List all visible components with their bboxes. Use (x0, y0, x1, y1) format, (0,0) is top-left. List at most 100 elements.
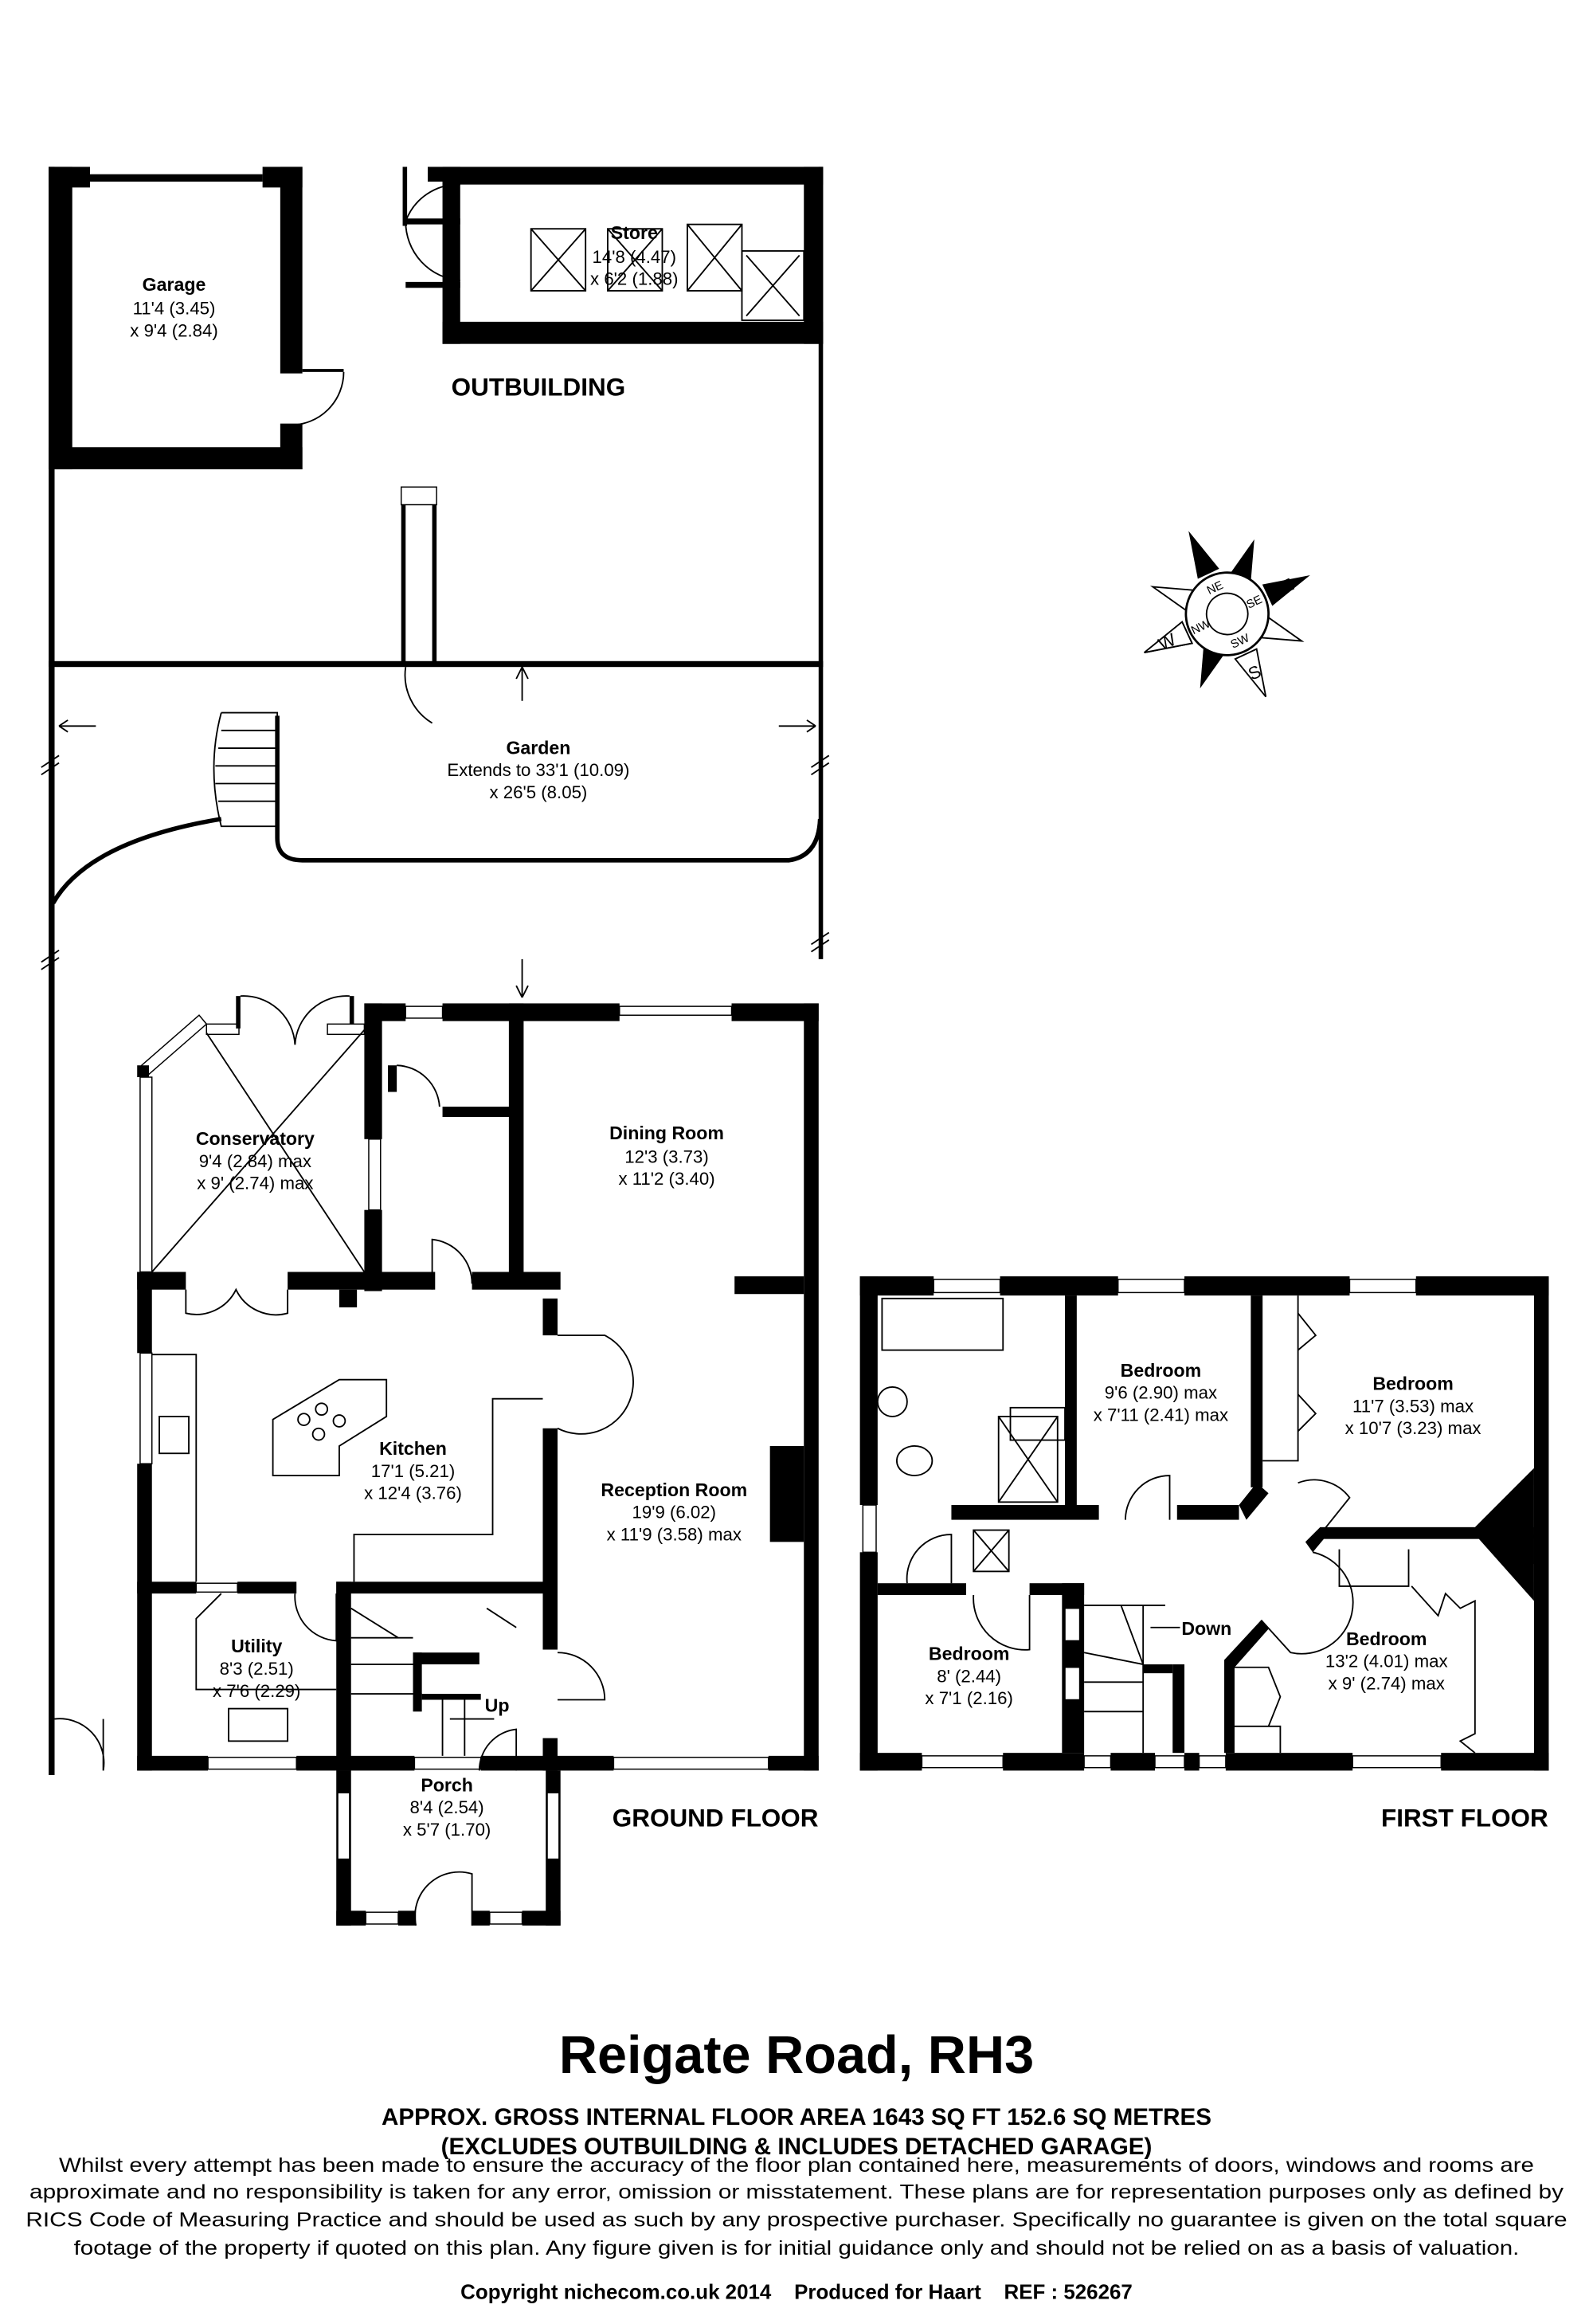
room-name: Reception Room (601, 1479, 747, 1500)
loft-hatch (973, 1529, 1010, 1573)
compass-se: SE (1245, 594, 1265, 612)
room-reception-room: Reception Room 19'9 (6.02) x 11'9 (3.58)… (601, 1479, 747, 1545)
compass-ne: NE (1205, 579, 1226, 598)
bathroom-toilet (896, 1445, 933, 1476)
ground-floor: Dining Room 12'3 (3.73) x 11'2 (3.40) Co… (54, 995, 819, 1926)
room-garage: Garage 11'4 (3.45) x 9'4 (2.84) (130, 274, 217, 340)
room-name: Conservatory (196, 1128, 315, 1149)
stairs-down (1083, 1605, 1180, 1754)
room-store: Store 14'8 (4.47) x 6'2 (1.88) (590, 222, 678, 288)
room-dim: 9'4 (2.84) max (199, 1151, 311, 1171)
room-name: Garden (506, 737, 570, 758)
kitchen-island (272, 1378, 388, 1476)
bathroom-door-swing (906, 1534, 953, 1584)
utility-sink (228, 1707, 289, 1742)
bedroom2-door-swing (1297, 1479, 1351, 1535)
copyright: Copyright nichecom.co.uk 2014 Produced f… (460, 2281, 1133, 2303)
side-gate (54, 1718, 105, 1771)
garden-bed-outline (275, 715, 823, 863)
garden-steps (213, 711, 279, 828)
room-dim: 11'7 (3.53) max (1352, 1396, 1474, 1416)
footer: Reigate Road, RH3 APPROX. GROSS INTERNAL… (25, 2026, 1567, 2303)
ground-floor-walls (54, 995, 819, 1926)
room-dim: x 7'6 (2.29) (213, 1681, 300, 1701)
room-name: Store (611, 222, 658, 243)
room-dim: 13'2 (4.01) max (1325, 1652, 1448, 1671)
kitchen-counters (151, 1354, 543, 1582)
room-bedroom-3: Bedroom 8' (2.44) x 7'1 (2.16) (925, 1644, 1012, 1709)
room-dim: 8' (2.44) (937, 1666, 1001, 1686)
room-name: Bedroom (1346, 1628, 1427, 1649)
store-walls (402, 167, 824, 344)
arrow-up-icon (515, 666, 529, 701)
arrow-right-icon (778, 719, 816, 733)
front-door-swing (414, 1871, 473, 1926)
wc-door-swing (397, 1064, 440, 1107)
room-dim: x 6'2 (1.88) (590, 269, 678, 289)
room-dim: 11'4 (3.45) (133, 299, 216, 319)
floor-area: APPROX. GROSS INTERNAL FLOOR AREA 1643 S… (382, 2104, 1211, 2130)
garden-path-curve (51, 817, 222, 904)
kitchen-sink (159, 1416, 190, 1455)
cupboard-door (486, 1607, 517, 1628)
room-dim: 19'9 (6.02) (632, 1503, 717, 1523)
bedroom4-door-swing (1260, 1551, 1354, 1655)
room-name: Porch (421, 1774, 473, 1795)
room-dim: 9'6 (2.90) max (1105, 1383, 1217, 1403)
arrow-left-icon (58, 719, 96, 733)
room-conservatory: Conservatory 9'4 (2.84) max x 9' (2.74) … (196, 1128, 315, 1193)
room-dim: x 7'11 (2.41) max (1094, 1405, 1228, 1425)
room-dim: x 9' (2.74) max (197, 1174, 313, 1193)
room-utility: Utility 8'3 (2.51) x 7'6 (2.29) (213, 1636, 300, 1701)
disclaimer-line: approximate and no responsibility is tak… (29, 2181, 1564, 2203)
hall-door-swing (557, 1652, 606, 1701)
boundary-break-marks (41, 754, 830, 970)
room-dim: x 10'7 (3.23) max (1345, 1418, 1481, 1438)
property-title: Reigate Road, RH3 (559, 2026, 1034, 2085)
disclaimer-line: Whilst every attempt has been made to en… (59, 2154, 1534, 2177)
cupboard (1235, 1666, 1282, 1754)
shower (997, 1416, 1059, 1503)
stairs-down-label: Down (1181, 1618, 1231, 1639)
room-name: Kitchen (379, 1438, 447, 1459)
stairs-up (350, 1607, 495, 1756)
room-dim: x 11'2 (3.40) (618, 1169, 714, 1189)
room-dining-room: Dining Room 12'3 (3.73) x 11'2 (3.40) (609, 1123, 724, 1189)
room-dim: 8'4 (2.54) (410, 1797, 484, 1817)
room-dim: Extends to 33'1 (10.09) (447, 760, 629, 780)
garden: Garden Extends to 33'1 (10.09) x 26'5 (8… (41, 666, 830, 998)
compass-rose: N E S W NE SE SW NW (1144, 531, 1310, 698)
bathroom-basin (876, 1385, 908, 1417)
garage-door-swing (290, 371, 345, 426)
floor-area-note: (EXCLUDES OUTBUILDING & INCLUDES DETACHE… (441, 2134, 1153, 2160)
room-dim: 12'3 (3.73) (624, 1146, 709, 1166)
room-name: Bedroom (1121, 1360, 1202, 1381)
first-floor-label: FIRST FLOOR (1381, 1805, 1548, 1832)
store-shower (741, 250, 805, 321)
room-name: Utility (231, 1636, 282, 1656)
pillar-cap (400, 486, 437, 506)
chimney-breast (769, 1445, 804, 1542)
room-bedroom-2: Bedroom 11'7 (3.53) max x 10'7 (3.23) ma… (1345, 1374, 1481, 1439)
room-dim: x 9'4 (2.84) (130, 320, 217, 340)
wardrobe-doors (1262, 1295, 1317, 1462)
room-porch: Porch 8'4 (2.54) x 5'7 (1.70) (403, 1774, 491, 1840)
room-dim: x 7'1 (2.16) (925, 1688, 1012, 1708)
disclaimer-line: RICS Code of Measuring Practice and shou… (25, 2209, 1567, 2232)
arrow-down-icon (515, 958, 529, 998)
porch-inner-door-swing (478, 1728, 518, 1771)
boundary-left (49, 167, 55, 1775)
room-dim: 17'1 (5.21) (371, 1461, 456, 1481)
first-floor: Bedroom 9'6 (2.90) max x 7'11 (2.41) max… (859, 1276, 1549, 1832)
room-dim: x 9' (2.74) max (1329, 1674, 1445, 1694)
conservatory-doors (240, 995, 350, 1045)
conservatory-roof-lines (151, 1029, 366, 1273)
room-dim: 8'3 (2.51) (220, 1659, 294, 1679)
outbuilding-door-swing (404, 667, 433, 724)
room-dim: 14'8 (4.47) (593, 247, 677, 267)
stairs-up-label: Up (485, 1695, 510, 1715)
store-door-swing (405, 183, 460, 281)
bedroom1-door-swing (1125, 1475, 1171, 1520)
kitchen-doors (185, 1287, 289, 1316)
